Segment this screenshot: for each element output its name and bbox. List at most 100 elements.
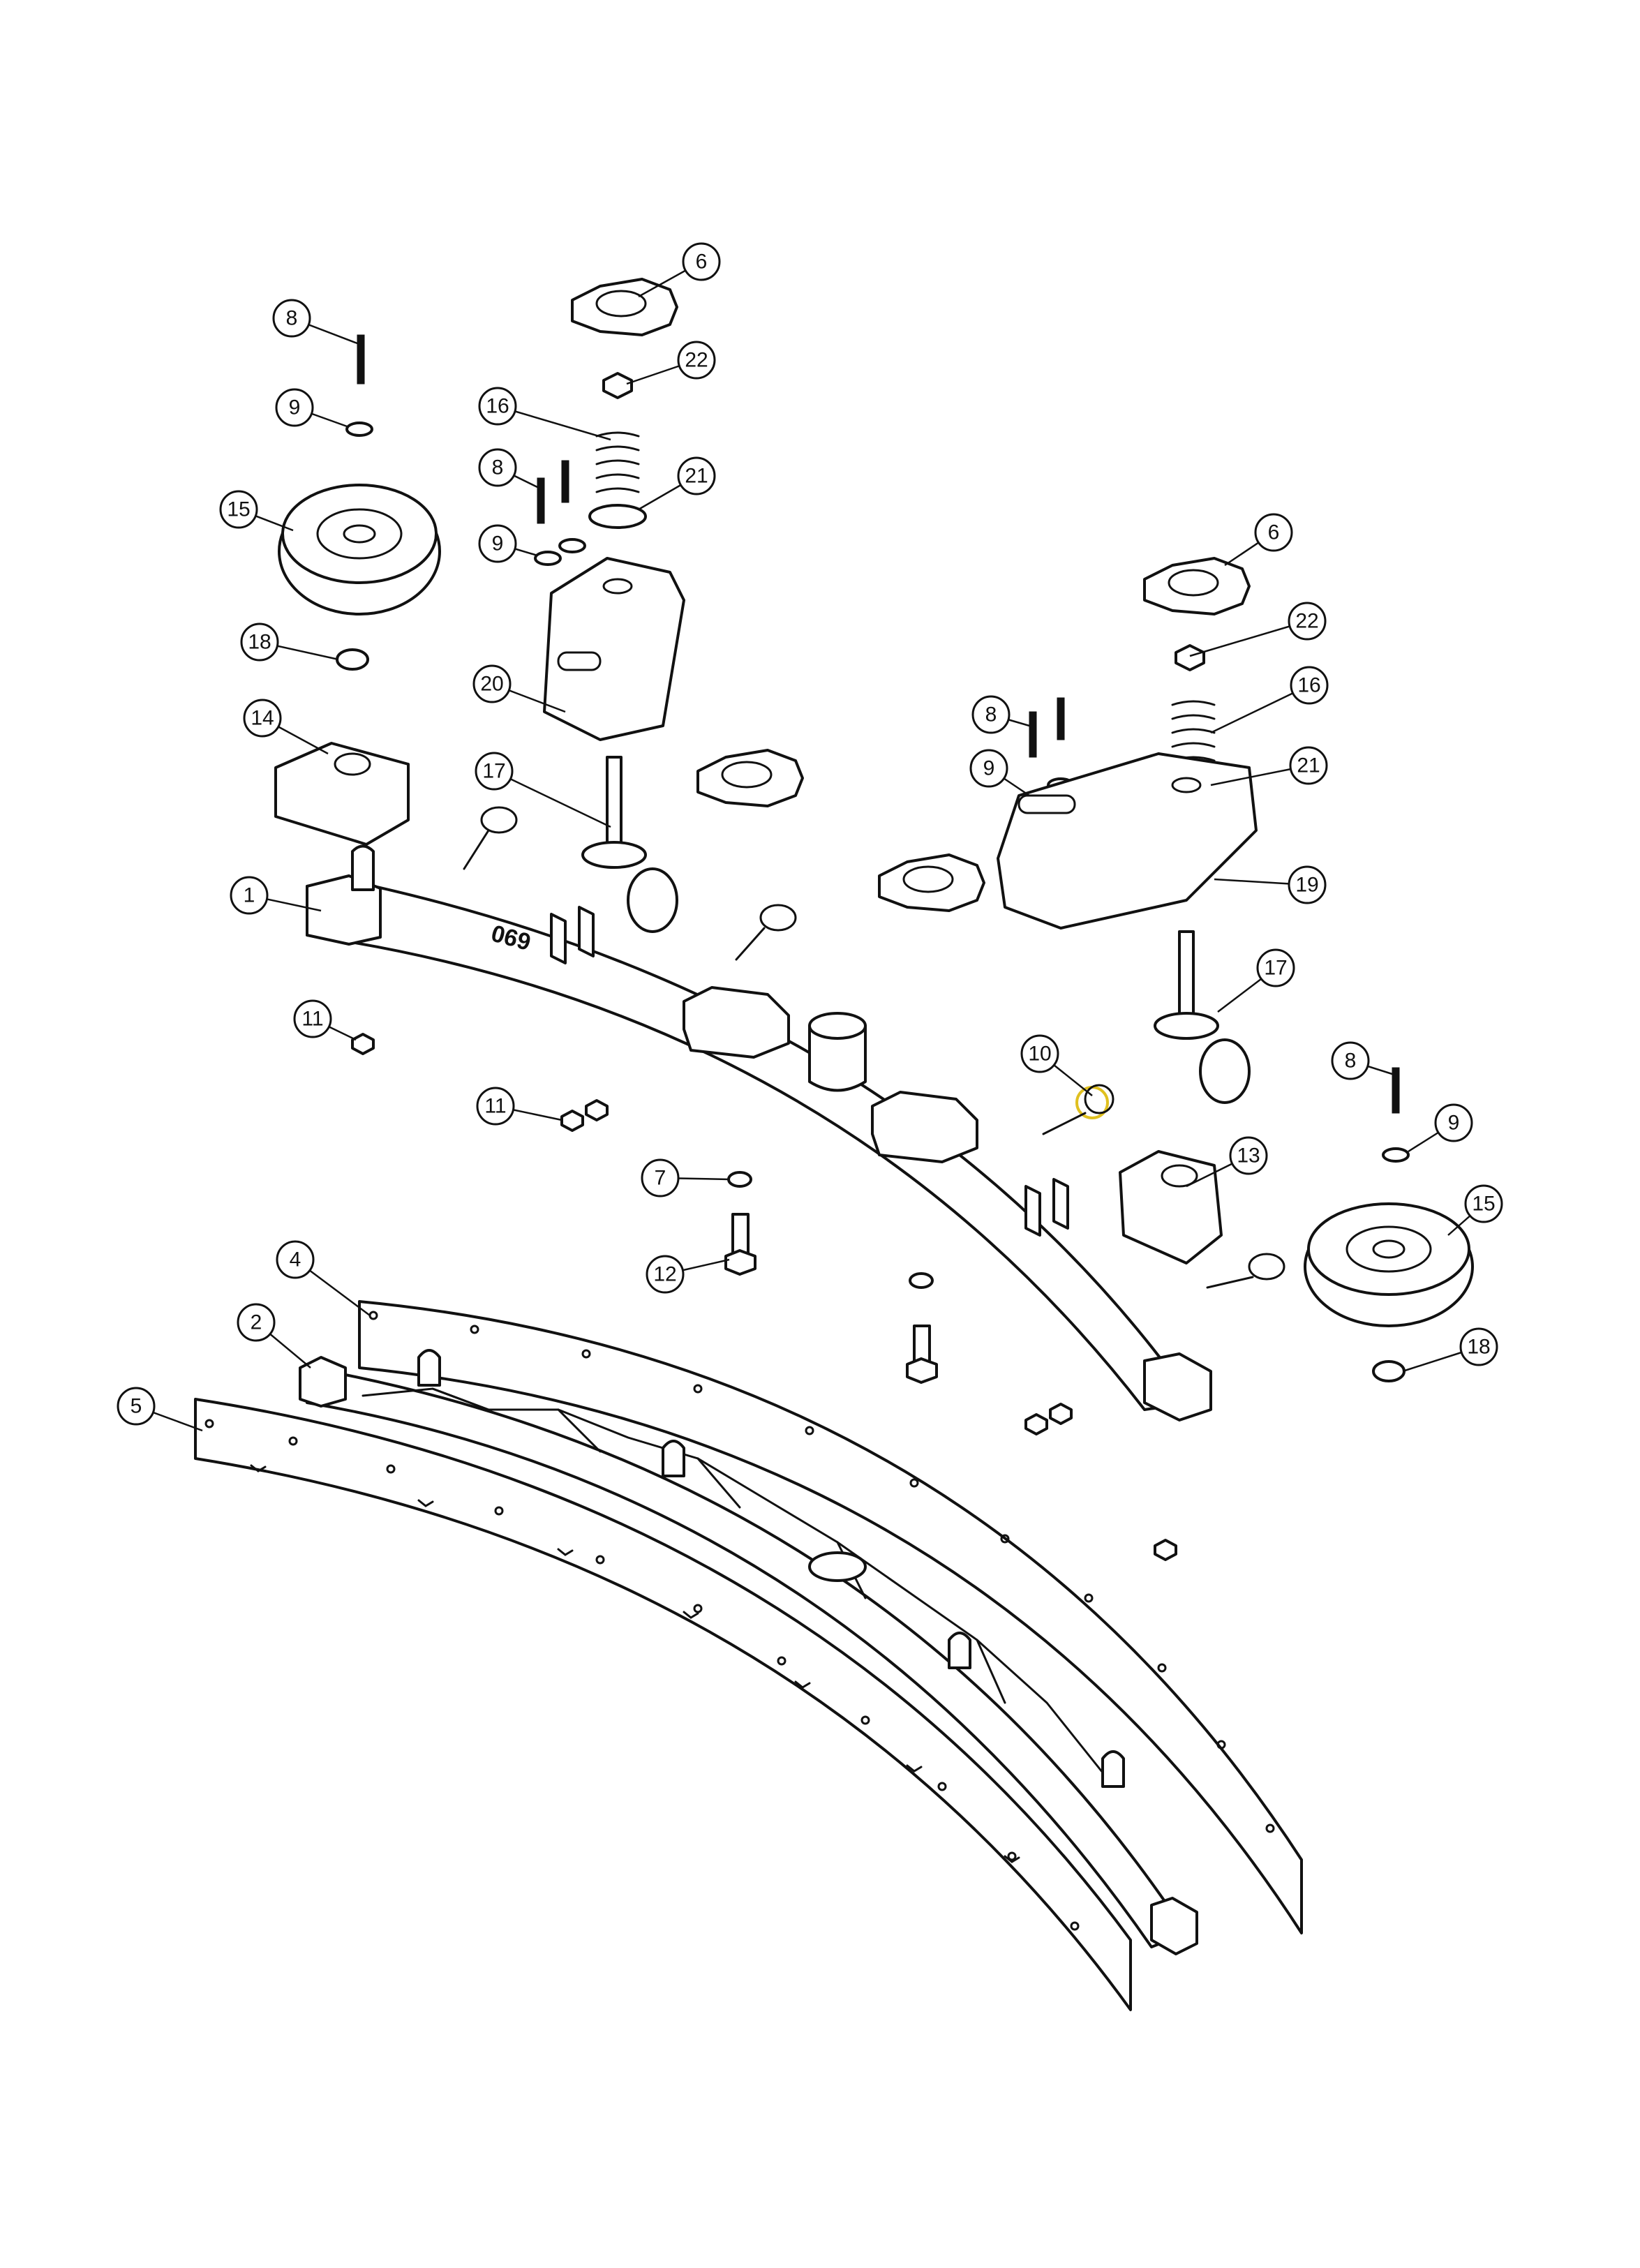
bolt-12-b xyxy=(906,1325,938,1384)
ring-pin-left xyxy=(463,806,518,870)
washer-18-left xyxy=(336,648,369,671)
spring-16-right xyxy=(1171,700,1216,762)
svg-text:8: 8 xyxy=(492,456,504,479)
knob-6-top xyxy=(571,278,678,336)
ring-pin-10 xyxy=(1042,1084,1115,1135)
svg-text:15: 15 xyxy=(1472,1193,1495,1216)
callout-18-right: 18 xyxy=(1459,1327,1498,1366)
nut-11-left xyxy=(351,1033,375,1055)
callout-15-left: 15 xyxy=(219,490,258,529)
callout-11-left: 11 xyxy=(293,999,332,1038)
nut-22-top xyxy=(602,372,633,399)
rubber-blade-4 xyxy=(358,1300,1303,1934)
svg-text:22: 22 xyxy=(685,349,708,372)
nut-11-mid-a xyxy=(560,1110,584,1132)
svg-text:14: 14 xyxy=(251,707,274,730)
svg-text:15: 15 xyxy=(227,498,250,521)
washer-9-far-right xyxy=(1382,1147,1410,1163)
screw-8-mid-b xyxy=(561,460,569,503)
callout-11-mid: 11 xyxy=(476,1087,515,1126)
svg-text:18: 18 xyxy=(1467,1336,1490,1359)
callout-12: 12 xyxy=(646,1255,685,1294)
callout-9-mid: 9 xyxy=(478,524,517,563)
nut-11-mid-b xyxy=(585,1099,609,1121)
washer-21-top xyxy=(588,504,647,529)
svg-text:21: 21 xyxy=(685,465,708,488)
washer-9-mid-a xyxy=(534,551,562,566)
svg-text:18: 18 xyxy=(248,631,271,654)
svg-text:16: 16 xyxy=(1297,674,1320,697)
callout-9-top-left: 9 xyxy=(275,388,314,427)
callout-17-left: 17 xyxy=(475,752,514,791)
swivel-caster-17-right xyxy=(1154,930,1251,1104)
svg-text:22: 22 xyxy=(1295,610,1318,633)
svg-text:8: 8 xyxy=(1345,1050,1357,1073)
svg-text:11: 11 xyxy=(484,1095,506,1118)
svg-text:16: 16 xyxy=(486,395,509,418)
callout-17-right: 17 xyxy=(1256,948,1295,987)
callout-15-right: 15 xyxy=(1464,1184,1503,1223)
callout-9-right: 9 xyxy=(969,749,1008,788)
svg-text:17: 17 xyxy=(482,760,505,783)
leader-lines xyxy=(135,260,1484,1432)
callout-16-top: 16 xyxy=(478,387,517,426)
nut-lower-a xyxy=(1024,1413,1048,1435)
callout-7: 7 xyxy=(641,1158,680,1198)
wheel-15-left xyxy=(278,484,441,616)
screw-8-right-a xyxy=(1029,711,1037,758)
svg-text:6: 6 xyxy=(696,251,708,274)
callout-1: 1 xyxy=(230,876,269,915)
callout-8-mid: 8 xyxy=(478,448,517,487)
svg-text:17: 17 xyxy=(1264,957,1287,980)
washer-9-mid-b xyxy=(558,538,586,553)
main-frame-1: 690 xyxy=(306,844,1212,1422)
nut-22-right xyxy=(1175,644,1205,671)
svg-text:6: 6 xyxy=(1268,521,1280,544)
callout-8-right: 8 xyxy=(971,695,1011,734)
ring-pin-right xyxy=(1206,1253,1285,1289)
callout-21-right: 21 xyxy=(1289,746,1328,785)
svg-text:9: 9 xyxy=(492,532,504,555)
svg-text:1: 1 xyxy=(244,884,255,907)
callout-20: 20 xyxy=(472,664,512,703)
callout-22-right: 22 xyxy=(1288,602,1327,641)
knob-loose-center xyxy=(696,749,804,807)
svg-text:9: 9 xyxy=(983,757,995,780)
callout-16-right: 16 xyxy=(1290,666,1329,705)
bolt-12-a xyxy=(724,1213,756,1276)
screw-8-right-b xyxy=(1057,697,1065,740)
callout-14: 14 xyxy=(243,699,282,738)
spring-16-top xyxy=(595,431,640,493)
callout-6-top: 6 xyxy=(682,242,721,281)
wheel-15-right xyxy=(1304,1202,1474,1327)
callout-13: 13 xyxy=(1229,1136,1268,1175)
screw-8-far-right xyxy=(1392,1067,1400,1114)
callout-8-top-left: 8 xyxy=(272,299,311,338)
callout-22-top: 22 xyxy=(677,341,716,380)
svg-text:21: 21 xyxy=(1297,754,1320,777)
ring-pin-center xyxy=(735,904,797,961)
svg-text:5: 5 xyxy=(131,1395,142,1418)
callout-19: 19 xyxy=(1288,865,1327,904)
washer-9-top-left xyxy=(345,421,373,437)
callout-21-top: 21 xyxy=(677,456,716,495)
knob-6-right xyxy=(1143,557,1251,616)
callout-10: 10 xyxy=(1020,1034,1059,1073)
callout-4: 4 xyxy=(276,1240,315,1279)
washer-18-right xyxy=(1372,1360,1406,1382)
svg-text:4: 4 xyxy=(290,1248,301,1271)
callout-18-left: 18 xyxy=(240,622,279,662)
svg-text:8: 8 xyxy=(286,307,298,330)
knob-loose-right xyxy=(878,853,985,912)
svg-text:8: 8 xyxy=(985,703,997,726)
callout-8-far-right: 8 xyxy=(1331,1041,1370,1080)
svg-text:9: 9 xyxy=(1448,1112,1460,1135)
caster-bracket-20 xyxy=(543,557,685,741)
svg-text:19: 19 xyxy=(1295,874,1318,897)
callout-6-right: 6 xyxy=(1254,513,1293,552)
callout-5: 5 xyxy=(117,1387,156,1426)
svg-text:11: 11 xyxy=(301,1008,323,1031)
callouts: 6 8 22 16 9 8 21 9 15 6 18 22 20 16 14 8… xyxy=(117,242,1503,1426)
clamp-14 xyxy=(274,742,410,846)
